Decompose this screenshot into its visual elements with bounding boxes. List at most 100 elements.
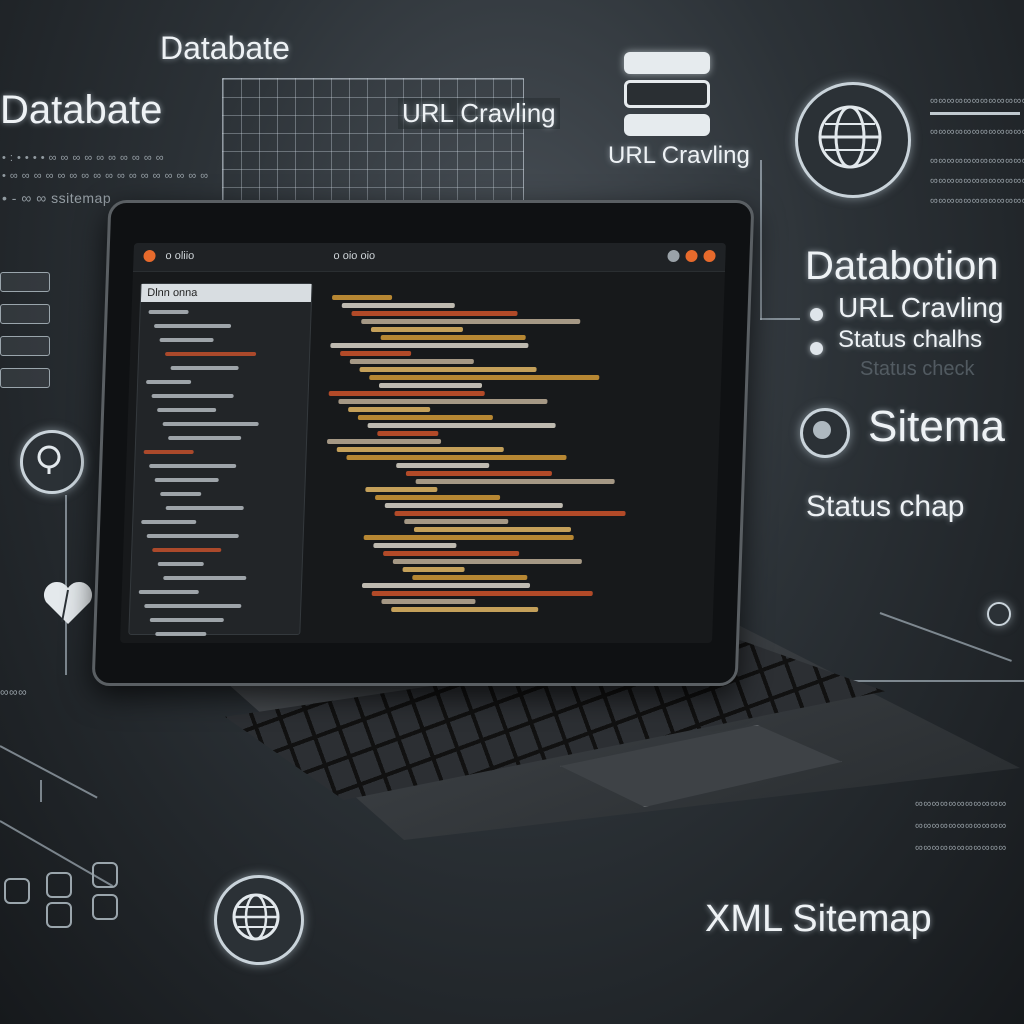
file-tree-item[interactable] xyxy=(154,478,219,482)
file-tree-item[interactable] xyxy=(159,338,214,342)
code-line xyxy=(415,479,615,484)
file-tree-item[interactable] xyxy=(149,464,237,468)
code-line xyxy=(328,391,485,396)
right-meta-text: ∞∞∞∞∞∞∞∞∞∞∞∞∞∞ xyxy=(930,175,1024,187)
status-right-label: Status chalhs xyxy=(838,326,983,353)
code-line xyxy=(331,295,393,300)
code-line xyxy=(357,415,493,420)
file-tree-item[interactable] xyxy=(149,618,224,622)
file-tree-item[interactable] xyxy=(160,492,202,496)
code-line xyxy=(371,591,593,596)
code-line xyxy=(361,583,531,588)
file-tree-item[interactable] xyxy=(163,576,247,580)
code-line xyxy=(369,375,600,380)
file-tree-item[interactable] xyxy=(143,450,194,454)
code-line xyxy=(346,455,567,460)
file-tree-item[interactable] xyxy=(165,352,257,356)
database-label-left: Databate xyxy=(0,88,163,132)
file-tree-item[interactable] xyxy=(138,590,199,594)
globe-icon xyxy=(214,875,304,965)
code-line xyxy=(381,599,476,604)
code-line xyxy=(359,367,537,372)
code-line xyxy=(392,559,582,564)
code-line xyxy=(338,399,548,404)
laptop-screen: o oliio o oio oio Dlnn onna xyxy=(120,243,726,643)
bottom-right-meta-text: ∞∞∞∞∞∞∞∞∞∞∞ xyxy=(915,798,1007,810)
code-line xyxy=(377,431,439,436)
connector-line xyxy=(840,680,1024,682)
code-line xyxy=(326,439,442,444)
connector-line xyxy=(65,495,67,675)
xml-sitemap-label: XML Sitemap xyxy=(705,898,932,940)
right-meta-text: ∞∞∞∞∞∞∞∞∞∞∞∞∞∞ xyxy=(930,95,1024,107)
code-line xyxy=(340,351,412,356)
file-tree-item[interactable] xyxy=(152,548,222,552)
file-tree-header: Dlnn onna xyxy=(140,284,312,302)
connector-line xyxy=(0,745,98,799)
left-icon-grid xyxy=(4,862,134,928)
database-label-top: Databate xyxy=(160,30,290,66)
right-meta-text: ∞∞∞∞∞∞∞∞∞∞∞∞∞∞ xyxy=(930,155,1024,167)
window-control-icon[interactable] xyxy=(703,250,716,262)
status-check-faint-label: Status check xyxy=(860,358,975,380)
connector-line xyxy=(760,160,762,320)
right-meta-text: ∞∞∞∞∞∞∞∞∞∞∞∞∞∞ xyxy=(930,126,1024,138)
file-tree-item[interactable] xyxy=(157,408,217,412)
connector-line xyxy=(40,780,42,802)
file-tree-item[interactable] xyxy=(157,562,204,566)
file-tree-item[interactable] xyxy=(146,380,192,384)
code-line xyxy=(363,535,574,540)
file-tree-panel: Dlnn onna xyxy=(128,283,313,636)
file-tree-item[interactable] xyxy=(170,366,239,370)
code-line xyxy=(391,607,539,612)
code-line xyxy=(412,575,528,580)
left-meta-text: • ∞ ∞ ∞ ∞ ∞ ∞ ∞ ∞ ∞ ∞ ∞ ∞ ∞ ∞ ∞ ∞ ∞ xyxy=(2,170,209,182)
file-tree-item[interactable] xyxy=(146,534,239,538)
editor-tab[interactable]: o oio oio xyxy=(333,250,376,262)
code-line xyxy=(405,471,553,476)
file-tree-item[interactable] xyxy=(168,436,242,440)
file-tree-item[interactable] xyxy=(154,324,232,328)
close-dot-icon[interactable] xyxy=(143,250,156,262)
record-icon xyxy=(800,408,850,458)
code-line xyxy=(361,319,581,324)
window-control-icon[interactable] xyxy=(685,250,698,262)
code-line xyxy=(402,567,465,572)
file-tree-item[interactable] xyxy=(165,506,244,510)
code-line xyxy=(349,359,474,364)
code-line xyxy=(348,407,431,412)
url-crawling-center-label: URL Cravling xyxy=(608,142,750,169)
small-circle-icon xyxy=(987,602,1011,626)
right-meta-text: ∞∞∞∞∞∞∞∞∞∞∞∞∞∞ xyxy=(930,195,1024,207)
server-stack-icon xyxy=(624,52,710,136)
window-control-icon[interactable] xyxy=(667,250,680,262)
code-line xyxy=(375,495,501,500)
globe-icon xyxy=(795,82,911,198)
bullet-dot xyxy=(810,308,823,321)
file-tree-item[interactable] xyxy=(151,394,234,398)
code-line xyxy=(394,511,626,516)
left-meta-text: • - ∞ ∞ ssitemap xyxy=(2,190,112,206)
code-line xyxy=(380,335,526,340)
bullet-dot xyxy=(810,342,823,355)
bottom-right-meta-text: ∞∞∞∞∞∞∞∞∞∞∞ xyxy=(915,842,1007,854)
left-checklist xyxy=(0,272,50,392)
code-line xyxy=(367,423,556,428)
file-tree-item[interactable] xyxy=(148,310,189,314)
sitemap-right-label: Sitema xyxy=(868,402,1005,451)
file-tree-item[interactable] xyxy=(155,632,207,636)
file-tree-item[interactable] xyxy=(141,520,197,524)
code-line xyxy=(330,343,529,348)
code-line xyxy=(396,463,490,468)
left-small-text: ∞∞∞ xyxy=(0,685,28,699)
file-tree-item[interactable] xyxy=(162,422,259,426)
code-line xyxy=(404,519,509,524)
right-meta-bar xyxy=(930,112,1020,115)
left-meta-text: • : • • • • ∞ ∞ ∞ ∞ ∞ ∞ ∞ ∞ ∞ ∞ xyxy=(2,152,165,164)
window-titlebar: o oliio o oio oio xyxy=(132,243,726,272)
file-tree-item[interactable] xyxy=(144,604,242,608)
code-line xyxy=(373,543,457,548)
code-line xyxy=(336,447,504,452)
heart-icon xyxy=(40,578,96,633)
bottom-right-meta-text: ∞∞∞∞∞∞∞∞∞∞∞ xyxy=(915,820,1007,832)
